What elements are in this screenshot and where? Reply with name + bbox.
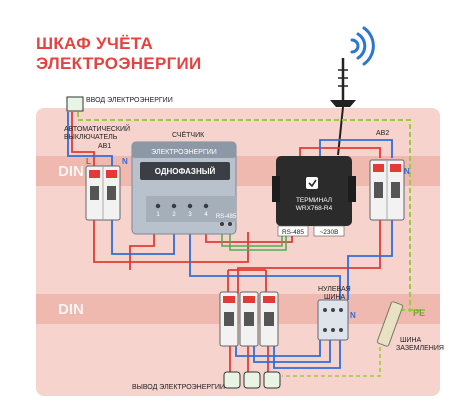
terminal-name-line1: ТЕРМИНАЛ: [296, 197, 332, 204]
meter-terminal-3: 3: [188, 212, 192, 218]
label-right-n: N: [404, 167, 410, 176]
label-left-l: L: [86, 157, 91, 166]
din-label-lower: DIN: [58, 301, 84, 318]
terminal-name-line2: WRX768-R4: [296, 205, 333, 212]
page-title-line2: ЭЛЕКТРОЭНЕРГИИ: [36, 54, 202, 73]
meter-type: ОДНОФАЗНЫЙ: [155, 167, 216, 176]
terminal-rs485: RS-485: [282, 229, 304, 236]
breaker-ab2: [369, 159, 405, 221]
meter-terminal-1: 1: [156, 212, 160, 218]
ab2-label: АВ2: [376, 130, 390, 137]
neutral-wires: [67, 112, 393, 369]
ground-wires: [77, 112, 425, 312]
din-label-upper: DIN: [58, 163, 84, 180]
meter-label: СЧЁТЧИК: [172, 132, 205, 139]
meter-type-display: [140, 162, 230, 180]
page-title-line1: ШКАФ УЧЁТА: [36, 34, 154, 53]
output-terminals: [223, 371, 281, 389]
breaker-label-line2: ВЫКЛЮЧАТЕЛЬ: [64, 134, 118, 141]
meter-terminal-2: 2: [172, 212, 176, 218]
rs485-wires: [221, 232, 287, 251]
ground-bus-label-line1: ШИНА: [400, 337, 422, 344]
label-left-n: N: [122, 157, 128, 166]
breaker-ab1: [85, 165, 121, 221]
wifi-signal-icon: [350, 26, 375, 66]
ab1-label: АВ1: [98, 143, 112, 150]
ground-bus-label-line2: ЗАЗЕМЛЕНИЯ: [396, 345, 444, 352]
antenna-icon: [330, 58, 356, 156]
neutral-bus-label-line2: ШИНА: [324, 294, 346, 301]
output-breakers: [219, 291, 279, 347]
label-pe: PE: [413, 308, 425, 318]
terminal-logo-icon: [306, 177, 318, 189]
input-terminal-box: [66, 96, 84, 112]
phase-wires: [71, 112, 381, 372]
neutral-bus-label-line1: НУЛЕВАЯ: [318, 286, 351, 293]
neutral-bus: [317, 299, 349, 341]
input-label: ВВОД ЭЛЕКТРОЭНЕРГИИ: [86, 97, 173, 104]
meter-title: ЭЛЕКТРОЭНЕРГИИ: [151, 149, 217, 156]
label-bus-n: N: [350, 311, 356, 320]
terminal-230v: ~230В: [320, 229, 339, 236]
breaker-label-line1: АВТОМАТИЧЕСКИЙ: [64, 126, 131, 133]
output-label: ВЫВОД ЭЛЕКТРОЭНЕРГИИ: [132, 384, 225, 391]
meter-terminal-4: 4: [204, 212, 208, 218]
meter-rs485: RS-485: [216, 214, 237, 220]
electricity-meter: [131, 141, 237, 235]
ground-bus: [376, 301, 404, 347]
gsm-terminal: [272, 156, 356, 237]
output-ground-wires: [282, 340, 381, 377]
